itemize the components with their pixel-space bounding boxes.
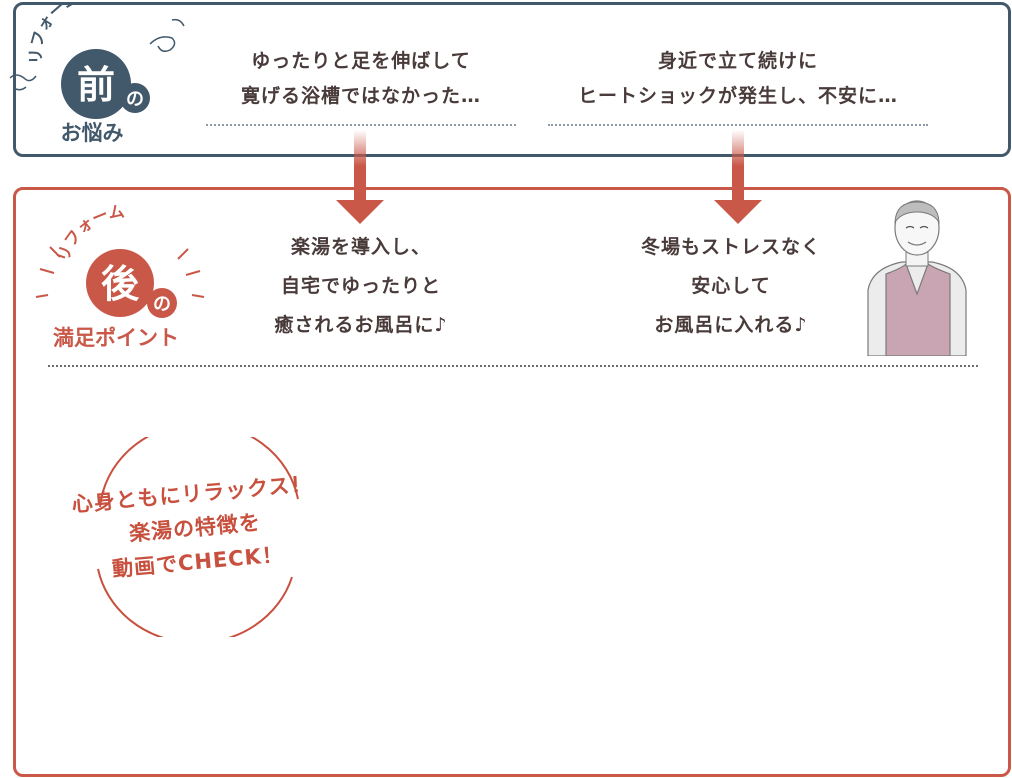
before-badge-subtitle: お悩み [61,121,124,145]
after-badge: リフォーム 後 の 満足ポイント [35,205,205,350]
before-badge-particle: の [126,89,144,110]
after-badge-circle [86,249,154,317]
point-line: 癒されるお風呂に♪ [274,314,448,336]
satisfaction-point: 冬場もストレスなく 安心して お風呂に入れる♪ [606,228,856,345]
before-reform-panel [13,2,1011,157]
before-badge-main: 前 [77,63,115,107]
point-line: 安心して [691,275,771,297]
svg-text:リフォーム: リフォーム [26,2,82,64]
before-badge-arc-text: リフォーム [26,2,82,64]
concern-item: ゆったりと足を伸ばして 寛げる浴槽ではなかった… [206,44,516,126]
concern-line: ヒートショックが発生し、不安に… [577,85,898,107]
satisfaction-point: 楽湯を導入し、 自宅でゆったりと 癒されるお風呂に♪ [226,228,496,345]
arrow-down-icon [336,130,384,224]
point-line: 冬場もストレスなく [640,236,821,258]
after-badge-particle: の [153,294,171,315]
point-line: 楽湯を導入し、 [290,236,431,258]
point-line: 自宅でゆったりと [280,275,441,297]
swirl-right-decoration [149,36,176,53]
concern-line: 寛げる浴槽ではなかった… [240,85,481,107]
after-badge-small-circle [147,288,177,318]
dotted-divider [48,365,978,367]
concern-line: 身近で立て続けに [657,50,818,72]
after-badge-main: 後 [101,262,140,306]
concern-item: 身近で立て続けに ヒートショックが発生し、不安に… [548,44,928,126]
elderly-man-illustration [867,200,967,356]
swirl-left-decoration [9,74,37,82]
before-badge: リフォーム 前 の お悩み [9,2,185,145]
burst-lines-decoration [35,246,205,298]
before-badge-small-circle [120,83,150,113]
after-badge-subtitle: 満足ポイント [53,326,179,350]
before-badge-circle [61,49,131,119]
concern-line: ゆったりと足を伸ばして [251,50,471,72]
point-line: お風呂に入れる♪ [654,314,808,336]
arrow-down-icon [714,130,762,224]
after-reform-panel [13,187,1011,777]
relax-circle-outline [97,437,299,637]
